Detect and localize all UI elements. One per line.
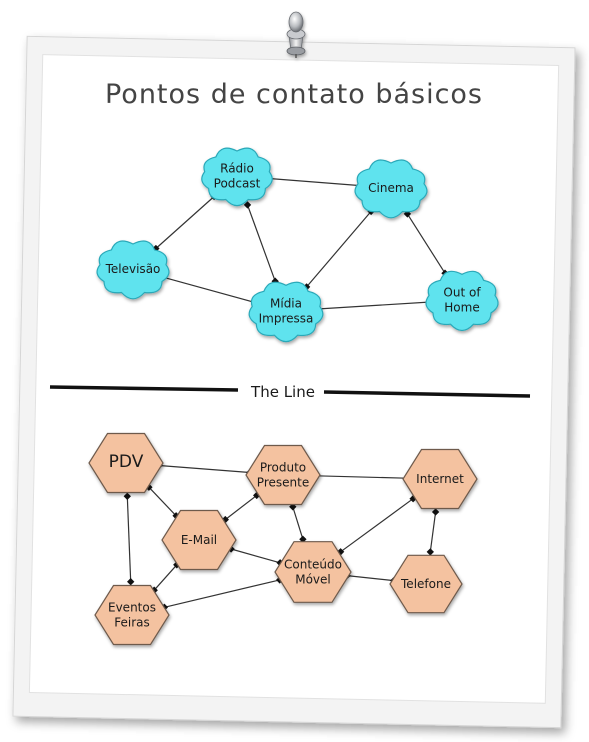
node-label-line: Presente (257, 476, 309, 490)
hex-node-telefone: Telefone (389, 554, 463, 614)
diagram-title: Pontos de contato básicos (105, 79, 483, 110)
edge-televisao-midia (162, 276, 256, 304)
hex-node-email: E-Mail (161, 509, 237, 571)
edge-pdv-produto (159, 464, 250, 474)
divider-label: The Line (250, 383, 315, 401)
node-label-line: Rádio (220, 162, 254, 176)
cloud-node-televisao: Televisão (96, 240, 170, 300)
edge-produto-conteudo (292, 506, 304, 540)
cloud-shape (201, 147, 273, 207)
node-label-line: PDV (109, 452, 144, 472)
edge-email-conteudo (230, 548, 281, 564)
node-label-line: Internet (416, 472, 464, 486)
edge-email-eventos (153, 564, 178, 591)
divider-line-left (49, 385, 239, 392)
node-label-line: Produto (260, 461, 306, 475)
node-label-line: Podcast (214, 177, 261, 191)
divider-line-right (323, 390, 531, 398)
hexagon-shape (245, 444, 321, 506)
cloud-shape (96, 240, 170, 300)
paper-frame (12, 35, 576, 729)
edge-conteudo-telefone (346, 575, 394, 582)
edge-produto-internet (316, 475, 407, 479)
cloud-shape (248, 281, 324, 343)
node-label-line: Home (444, 301, 479, 315)
hex-node-internet: Internet (402, 448, 478, 510)
node-label-line: Mídia (270, 297, 302, 311)
edge-radio-televisao (155, 196, 215, 249)
edge-endpoint-marker (431, 508, 440, 516)
cloud-shape (425, 270, 499, 332)
hex-node-pdv: PDV (88, 432, 164, 494)
edge-pdv-eventos (126, 496, 132, 582)
node-label-line: Feiras (114, 616, 150, 630)
push-pin-icon (286, 11, 306, 58)
edge-radio-cinema (267, 177, 361, 187)
edge-internet-conteudo (340, 498, 414, 553)
node-label-line: Impressa (259, 312, 314, 326)
hexagon-shape (389, 554, 463, 614)
edge-produto-email (224, 494, 258, 521)
node-label-line: Out of (443, 286, 481, 300)
edge-radio-midia (246, 204, 276, 282)
hexagon-shape (161, 509, 237, 571)
cloud-shape (354, 159, 428, 219)
node-label-line: E-Mail (181, 533, 217, 547)
hexagon-shape (402, 448, 478, 510)
edge-cinema-midia (306, 211, 372, 288)
node-label-line: Conteúdo (284, 558, 342, 572)
edge-endpoint-marker (127, 578, 135, 586)
hexagon-shape (88, 432, 164, 494)
node-label-line: Eventos (108, 601, 156, 615)
hexagon-shape (274, 541, 352, 603)
hexagon-shape (94, 584, 170, 646)
edge-pdv-email (148, 486, 177, 517)
the-line-divider: The Line (49, 383, 531, 401)
edge-conteudo-eventos (164, 579, 280, 608)
node-label-line: Cinema (368, 181, 414, 195)
edge-endpoint-marker (426, 548, 434, 556)
node-label-line: Móvel (295, 573, 331, 587)
node-label-line: Telefone (400, 577, 451, 591)
edge-cinema-outofhome (406, 213, 446, 274)
node-label-line: Televisão (105, 262, 161, 276)
cloud-node-cinema: Cinema (354, 159, 428, 219)
edge-midia-outofhome (317, 301, 431, 310)
edge-internet-telefone (429, 511, 437, 552)
